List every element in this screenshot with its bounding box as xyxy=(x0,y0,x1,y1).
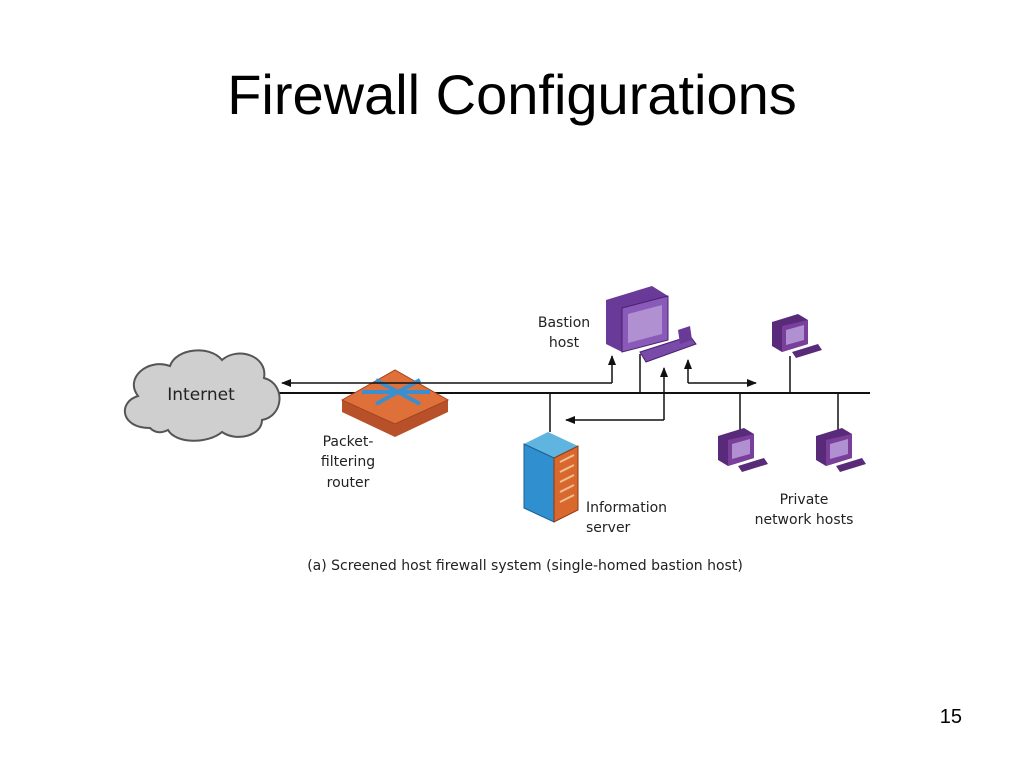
private-host-left-icon xyxy=(718,428,768,472)
private-label-line-2: network hosts xyxy=(755,512,854,528)
bastion-label-line-2: host xyxy=(549,335,580,351)
server-label-line-2: server xyxy=(586,520,631,536)
router-label-line-2: filtering xyxy=(321,454,375,470)
router-label-line-1: Packet- xyxy=(323,434,374,450)
private-host-top-icon xyxy=(772,314,822,358)
information-server-icon xyxy=(523,432,579,523)
bastion-label-line-1: Bastion xyxy=(538,315,590,331)
diagram-caption: (a) Screened host firewall system (singl… xyxy=(307,558,743,574)
private-host-right-icon xyxy=(816,428,866,472)
slide-title: Firewall Configurations xyxy=(227,63,797,126)
router-icon xyxy=(340,369,450,437)
internet-label: Internet xyxy=(167,385,235,405)
bastion-host-icon xyxy=(606,286,697,363)
server-label-line-1: Information xyxy=(586,500,667,516)
private-label-line-1: Private xyxy=(780,492,829,508)
page-number: 15 xyxy=(939,706,962,728)
router-label-line-3: router xyxy=(327,475,370,491)
internet-cloud-icon xyxy=(123,349,281,442)
